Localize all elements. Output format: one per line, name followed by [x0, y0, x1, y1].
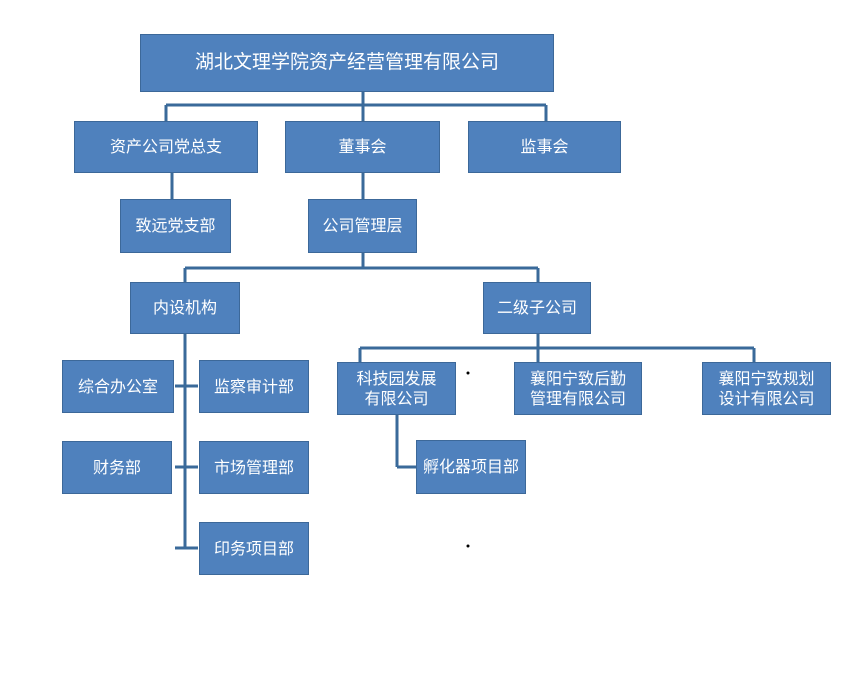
finance-label: 财务部 — [92, 457, 141, 477]
stray-dot — [466, 544, 470, 548]
supervisors-box: 监事会 — [468, 121, 621, 173]
logistics-box: 襄阳宁致后勤 管理有限公司 — [514, 362, 642, 415]
sub-party-branch-label: 致远党支部 — [135, 216, 216, 235]
party-branch-label: 资产公司党总支 — [109, 137, 222, 156]
planning-design-label: 襄阳宁致规划 设计有限公司 — [718, 368, 815, 408]
root-company-box: 湖北文理学院资产经营管理有限公司 — [140, 34, 554, 92]
stray-dot — [466, 371, 470, 375]
board-box: 董事会 — [285, 121, 440, 173]
supervisors-label: 监事会 — [520, 137, 569, 156]
board-label: 董事会 — [338, 137, 387, 156]
internal-departments-label: 内设机构 — [152, 298, 217, 317]
logistics-label: 襄阳宁致后勤 管理有限公司 — [529, 368, 626, 408]
root-company-label: 湖北文理学院资产经营管理有限公司 — [194, 51, 499, 74]
incubator-box: 孵化器项目部 — [416, 440, 526, 494]
incubator-label: 孵化器项目部 — [422, 457, 519, 476]
market-management-label: 市场管理部 — [213, 457, 294, 477]
general-office-box: 综合办公室 — [62, 360, 174, 413]
management-box: 公司管理层 — [308, 199, 417, 253]
printing-project-label: 印务项目部 — [213, 538, 294, 558]
general-office-label: 综合办公室 — [77, 376, 158, 396]
tech-park-box: 科技园发展 有限公司 — [337, 362, 456, 415]
subsidiaries-box: 二级子公司 — [483, 282, 591, 334]
market-management-box: 市场管理部 — [199, 441, 309, 494]
tech-park-label: 科技园发展 有限公司 — [356, 368, 437, 408]
party-branch-box: 资产公司党总支 — [74, 121, 258, 173]
internal-departments-box: 内设机构 — [130, 282, 240, 334]
supervision-audit-box: 监察审计部 — [199, 360, 309, 413]
planning-design-box: 襄阳宁致规划 设计有限公司 — [702, 362, 831, 415]
sub-party-branch-box: 致远党支部 — [120, 199, 231, 253]
finance-box: 财务部 — [62, 441, 172, 494]
printing-project-box: 印务项目部 — [199, 522, 309, 575]
management-label: 公司管理层 — [322, 216, 403, 235]
subsidiaries-label: 二级子公司 — [496, 298, 577, 317]
supervision-audit-label: 监察审计部 — [213, 376, 294, 396]
